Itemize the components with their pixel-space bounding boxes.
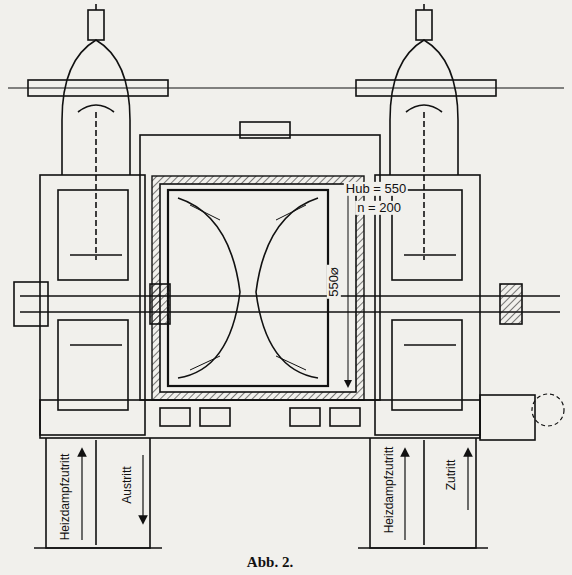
port-label: Heizdampfzutritt	[59, 452, 72, 543]
port-label: Austritt	[121, 464, 134, 505]
speed-dimension: n = 200	[355, 201, 403, 215]
bore-dimension: 550⌀	[327, 265, 341, 299]
port-label: Heizdampfzutritt	[383, 445, 396, 536]
port-label: Zutritt	[445, 458, 458, 493]
figure-caption: Abb. 2.	[247, 554, 293, 571]
stroke-dimension: Hub = 550	[344, 182, 408, 196]
